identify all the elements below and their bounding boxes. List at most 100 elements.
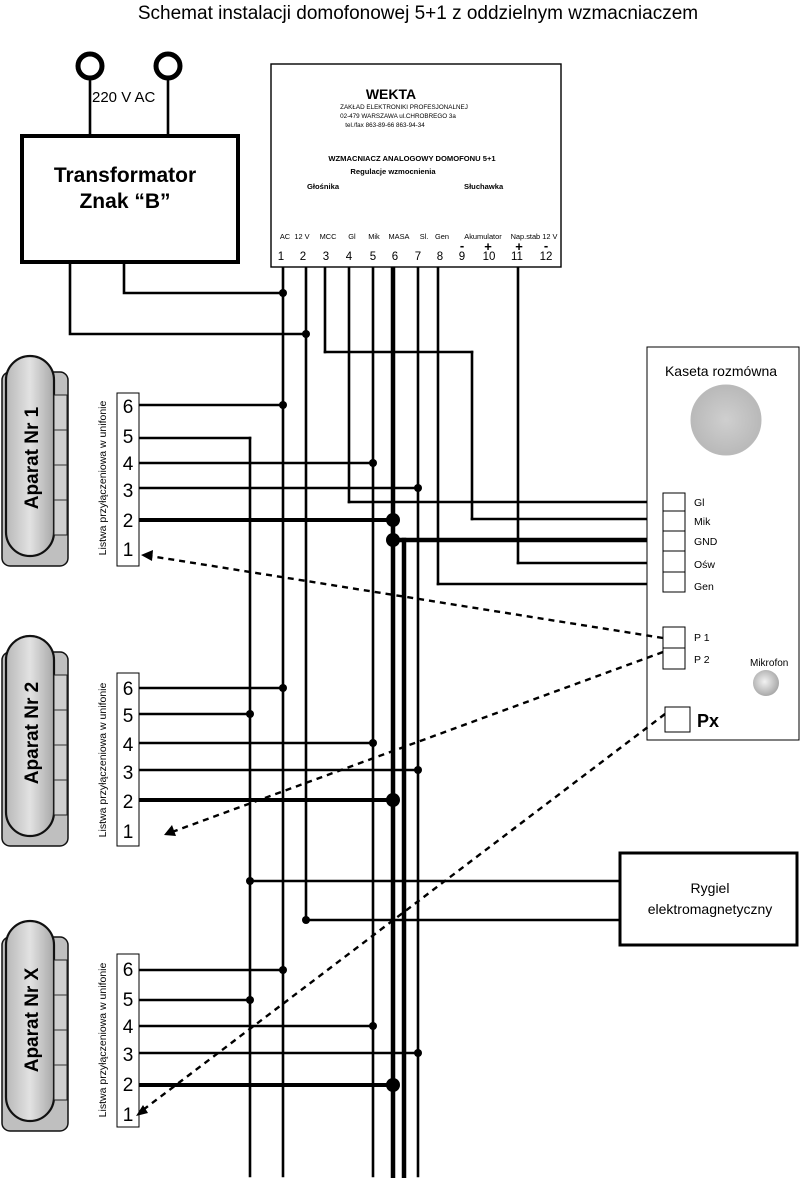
terminal-name-sl: Sl.: [420, 232, 429, 241]
amplifier-phone: tel./fax 863-89-66 863-94-34: [345, 122, 425, 129]
mains-voltage-label: 220 V AC: [92, 89, 156, 106]
terminal-strip-label: Listwa przyłączeniowa w unifonie: [97, 963, 109, 1118]
mains-terminal-icon: [75, 51, 105, 81]
terminal-number: 4: [346, 251, 353, 263]
terminal-name-masa: MASA: [389, 232, 410, 241]
door-terminal-label: Gl: [694, 497, 705, 509]
handset-icon: [1, 354, 69, 567]
pin-4: 4: [123, 454, 134, 475]
button-p2: [662, 647, 686, 670]
amplifier-address: 02-479 WARSZAWA ul.CHROBREGO 3a: [340, 113, 456, 120]
lock-label: Rygiel: [691, 880, 730, 896]
door-terminal-label: Ośw: [694, 559, 715, 571]
terminal-strip: [116, 392, 140, 567]
button-px: [664, 706, 691, 733]
terminal-number: 2: [300, 251, 306, 263]
amplifier-box: WEKTA ZAKŁAD ELEKTRONIKI PROFESJONALNEJ …: [270, 63, 562, 268]
terminal-number: 7: [415, 251, 421, 263]
diagram-title: Schemat instalacji domofonowej 5+1 z odd…: [138, 3, 698, 24]
terminal-strip: [116, 672, 140, 847]
terminal-number: 9: [459, 251, 465, 263]
button-p1: [662, 626, 686, 649]
gain-handset-label: Słuchawka: [464, 182, 504, 191]
pin-5: 5: [123, 706, 134, 727]
door-panel-title: Kaseta rozmówna: [665, 363, 777, 379]
terminal-name-mcc: MCC: [320, 232, 337, 241]
handset-icon: [1, 634, 69, 847]
terminal-name-battery: Akumulator: [464, 232, 502, 241]
transformer-type-label: Znak “B”: [79, 190, 170, 213]
terminal-strip: [116, 953, 140, 1128]
pin-6: 6: [123, 679, 134, 700]
terminal-name-ac: AC: [280, 232, 291, 241]
pin-3: 3: [123, 1045, 134, 1066]
terminal-number: 3: [323, 251, 329, 263]
pin-5: 5: [123, 427, 134, 448]
terminal-name-mik: Mik: [368, 232, 380, 241]
microphone-icon: [753, 670, 779, 696]
handset-1: Aparat Nr 1 Listwa przyłączeniowa w unif…: [1, 354, 140, 567]
pin-1: 1: [123, 540, 134, 561]
terminal-number: 12: [540, 251, 553, 263]
pin-6: 6: [123, 960, 134, 981]
pin-5: 5: [123, 990, 134, 1011]
wiring: [68, 75, 666, 1178]
pin-4: 4: [123, 1017, 134, 1038]
polarity-12: -: [544, 238, 548, 253]
gain-speaker-label: Głośnika: [307, 182, 340, 191]
mains-input: 220 V AC: [75, 51, 183, 106]
lock-type-label: elektromagnetyczny: [648, 901, 773, 917]
terminal-number: 6: [392, 251, 398, 263]
electromagnetic-lock: Rygiel elektromagnetyczny: [618, 851, 799, 947]
polarity-11: +: [515, 239, 523, 254]
pin-1: 1: [123, 1105, 134, 1126]
amplifier-name: WZMACNIACZ ANALOGOWY DOMOFONU 5+1: [328, 154, 496, 163]
terminal-name-gl: Gl: [348, 232, 356, 241]
pin-6: 6: [123, 397, 134, 418]
amplifier-regulation: Regulacje wzmocnienia: [350, 167, 436, 176]
pin-2: 2: [123, 1075, 134, 1096]
px-label: Px: [697, 711, 719, 731]
amplifier-brand: WEKTA: [366, 86, 416, 102]
pin-1: 1: [123, 822, 134, 843]
door-panel: Kaseta rozmówna Gl Mik GND Ośw Gen P 1 P…: [646, 346, 800, 741]
door-panel-terminal-block: [662, 492, 686, 593]
terminal-number: 11: [511, 251, 523, 263]
polarity-9: -: [460, 238, 464, 253]
pin-3: 3: [123, 763, 134, 784]
pin-2: 2: [123, 511, 134, 532]
terminal-name-gen: Gen: [435, 232, 449, 241]
junction-dots: [246, 289, 422, 1092]
arrow-icon: [141, 550, 153, 561]
door-terminal-label: Mik: [694, 516, 711, 528]
pin-3: 3: [123, 481, 134, 502]
transformer-label: Transformator: [54, 164, 196, 187]
amplifier-company: ZAKŁAD ELEKTRONIKI PROFESJONALNEJ: [340, 104, 468, 111]
door-terminal-label: GND: [694, 536, 718, 548]
terminal-name-12v: 12 V: [294, 232, 309, 241]
p2-label: P 2: [694, 654, 710, 666]
handset-2: Aparat Nr 2 Listwa przyłączeniowa w unif…: [1, 634, 140, 847]
microphone-label: Mikrofon: [750, 658, 788, 669]
pin-4: 4: [123, 735, 134, 756]
terminal-strip-label: Listwa przyłączeniowa w unifonie: [97, 401, 109, 556]
speaker-icon: [690, 384, 762, 456]
terminal-number: 1: [278, 251, 284, 263]
mains-terminal-icon: [153, 51, 183, 81]
arrow-icon: [136, 1105, 148, 1116]
terminal-strip-label: Listwa przyłączeniowa w unifonie: [97, 683, 109, 838]
pin-2: 2: [123, 792, 134, 813]
terminal-number: 8: [437, 251, 443, 263]
handset-icon: [1, 919, 69, 1132]
p1-label: P 1: [694, 632, 710, 644]
handset-x: Aparat Nr X Listwa przyłączeniowa w unif…: [1, 919, 140, 1132]
arrowheads: [136, 550, 176, 1116]
handset-name: Aparat Nr 1: [22, 406, 43, 509]
terminal-number: 5: [370, 251, 376, 263]
transformer-box: Transformator Znak “B”: [20, 134, 240, 264]
handset-name: Aparat Nr 2: [22, 682, 43, 784]
door-terminal-label: Gen: [694, 581, 714, 593]
call-lines: [138, 554, 666, 1114]
handset-name: Aparat Nr X: [22, 967, 43, 1072]
